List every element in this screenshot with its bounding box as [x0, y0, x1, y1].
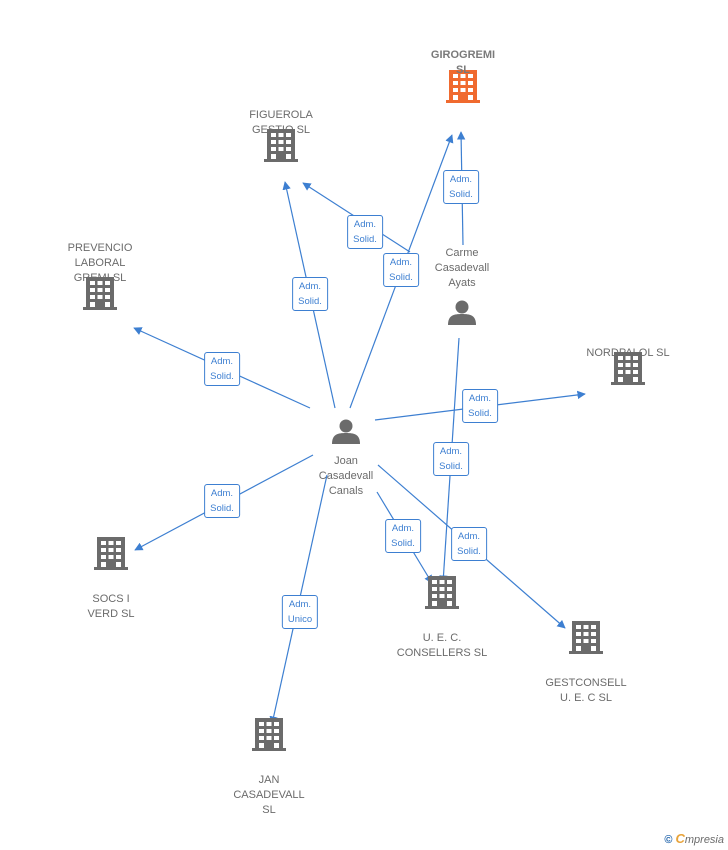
copyright-mark: © [664, 834, 673, 846]
edge-label-line: Adm. [439, 446, 463, 457]
node-label-girogremi[interactable]: GIROGREMI SL [431, 48, 495, 78]
edge-label-line: Adm. [391, 523, 415, 534]
edge-label-line: Solid. [210, 371, 234, 382]
edge-label-line: Adm. [457, 531, 481, 542]
node-label-figuerola[interactable]: FIGUEROLA GESTIO SL [249, 108, 313, 138]
node-label-line: GREMI SL [73, 272, 127, 284]
edge-label-joan-girogremi[interactable]: Adm. Solid. [383, 253, 419, 287]
edge-label-joan-nordpalol[interactable]: Adm. Solid. [462, 389, 498, 423]
node-label-line: FIGUEROLA [249, 109, 313, 121]
edge-label-line: Adm. [210, 356, 234, 367]
node-label-uec[interactable]: U. E. C. CONSELLERS SL [397, 631, 487, 661]
edge-label-line: Solid. [449, 189, 473, 200]
brand-logo-text: mpresia [684, 834, 724, 846]
edge-label-line: Adm. [449, 174, 473, 185]
node-label-line: Casadevall [318, 470, 374, 482]
edge-label-line: Adm. [389, 257, 413, 268]
node-label-line: GESTIO SL [251, 124, 311, 136]
edge-label-line: Adm. [210, 488, 234, 499]
edge-label-line: Solid. [298, 296, 322, 307]
edge-label-line: Solid. [457, 546, 481, 557]
building-icon-jan[interactable] [252, 718, 286, 751]
node-label-line: Canals [328, 485, 364, 497]
person-icon-joan[interactable] [332, 419, 360, 445]
edge-label-line: Adm. [288, 599, 312, 610]
node-label-line: CASADEVALL [233, 789, 305, 801]
node-label-line: SL [455, 64, 471, 76]
node-label-line: PREVENCIO [67, 242, 133, 254]
node-label-jan[interactable]: JAN CASADEVALL SL [233, 773, 304, 818]
edge-label-line: Solid. [210, 503, 234, 514]
node-label-line: Casadevall [434, 262, 490, 274]
edge-label-joan-gestconsell[interactable]: Adm. Solid. [451, 527, 487, 561]
edge-label-line: Solid. [468, 408, 492, 419]
building-icon-gestconsell[interactable] [569, 621, 603, 654]
edge-label-carme-figuerola[interactable]: Adm. Solid. [347, 215, 383, 249]
node-label-line: SOCS I [92, 593, 130, 605]
node-label-line: CONSELLERS SL [396, 647, 488, 659]
edge-label-line: Solid. [353, 234, 377, 245]
node-label-line: Joan [334, 455, 358, 467]
edge-label-joan-socs[interactable]: Adm. Solid. [204, 484, 240, 518]
edge-label-carme-uec[interactable]: Adm. Solid. [433, 442, 469, 476]
node-label-line: Ayats [448, 277, 476, 289]
node-label-line: U. E. C. [422, 632, 462, 644]
node-label-prevencio[interactable]: PREVENCIO LABORAL GREMI SL [68, 241, 133, 286]
edge-label-line: Solid. [389, 272, 413, 283]
node-label-line: GIROGREMI [430, 49, 496, 61]
node-label-line: VERD SL [87, 608, 135, 620]
edge-label-line: Solid. [391, 538, 415, 549]
brand-watermark: ©Cmpresia [664, 831, 724, 846]
node-label-line: NORDPALOL SL [586, 347, 670, 359]
node-label-gestconsell[interactable]: GESTCONSELL U. E. C SL [545, 676, 626, 706]
node-label-line: LABORAL [74, 257, 126, 269]
node-label-line: GESTCONSELL [545, 677, 627, 689]
building-icon-socs[interactable] [94, 537, 128, 570]
node-label-line: Carme [445, 247, 479, 259]
brand-logo-initial: C [675, 831, 685, 846]
node-label-line: U. E. C SL [560, 692, 612, 704]
edge-label-line: Adm. [298, 281, 322, 292]
edge-label-line: Adm. [353, 219, 377, 230]
node-label-line: SL [262, 804, 276, 816]
person-icon-carme[interactable] [448, 300, 476, 326]
edge-label-joan-figuerola[interactable]: Adm. Solid. [292, 277, 328, 311]
edge-label-joan-jan[interactable]: Adm. Unico [281, 595, 319, 629]
edge-label-line: Solid. [439, 461, 463, 472]
edge-label-line: Adm. [468, 393, 492, 404]
edge-label-joan-uec[interactable]: Adm. Solid. [385, 519, 421, 553]
edge-label-joan-prevencio[interactable]: Adm. Solid. [204, 352, 240, 386]
node-label-socs[interactable]: SOCS I VERD SL [87, 592, 134, 622]
node-label-nordpalol[interactable]: NORDPALOL SL [586, 346, 669, 361]
edge-label-carme-girogremi[interactable]: Adm. Solid. [443, 170, 479, 204]
node-label-line: JAN [258, 774, 280, 786]
edge-label-line: Unico [287, 614, 313, 625]
building-icon-uec[interactable] [425, 576, 459, 609]
